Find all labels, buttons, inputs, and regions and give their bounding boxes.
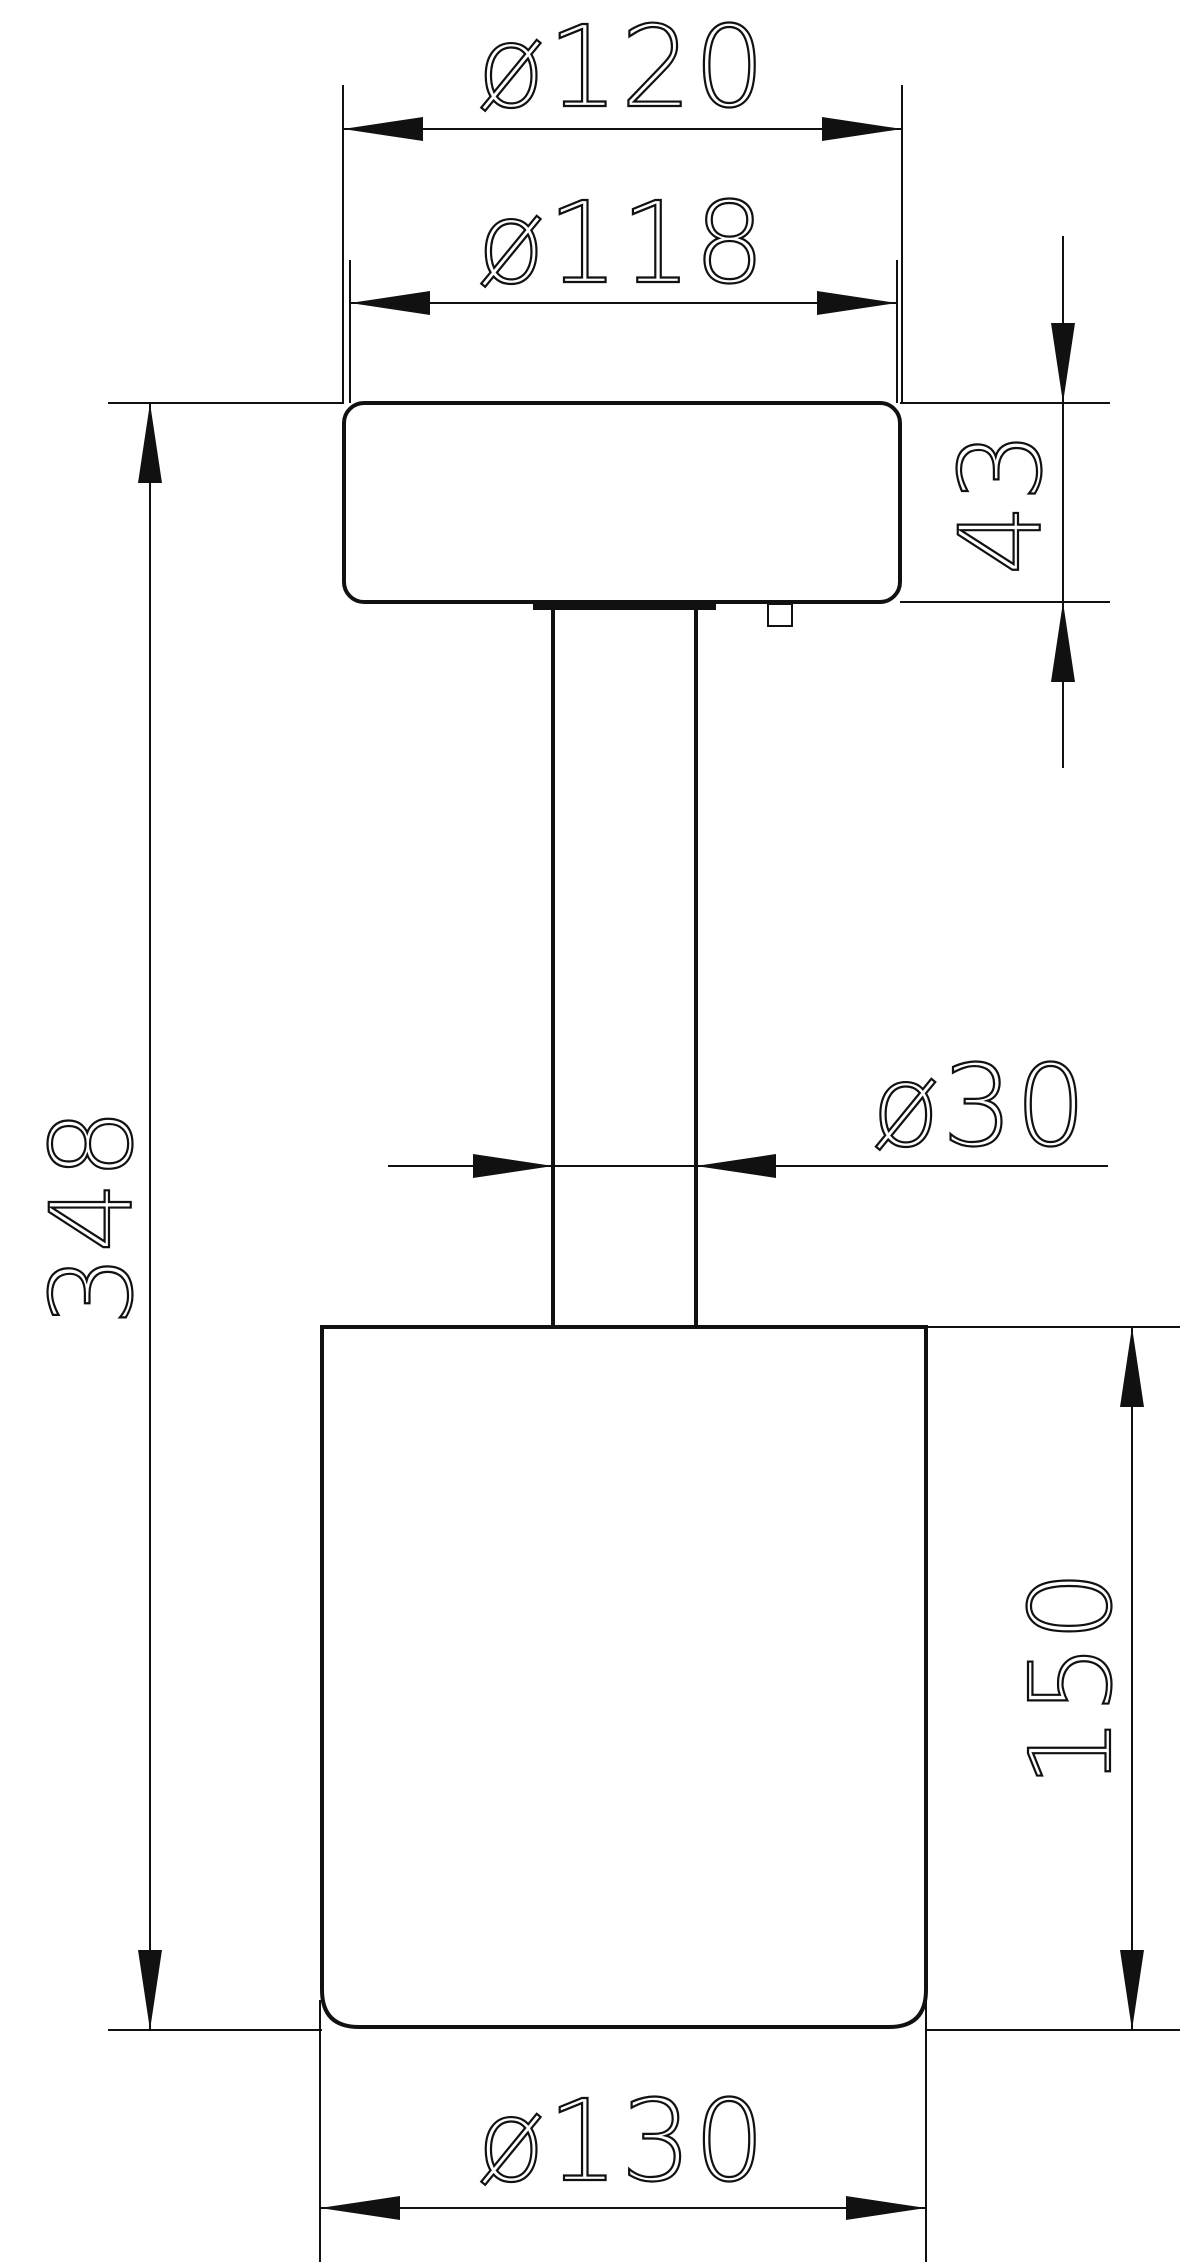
label-canopy-height: 43 [937,429,1067,576]
dim-canopy-inner: ø118 [349,178,898,403]
dim-stem-diameter: ø30 [388,1041,1108,1178]
dim-canopy-height: 43 [900,236,1110,768]
label-total-height: 348 [28,1106,158,1326]
label-shade-height: 150 [1007,1568,1137,1788]
label-stem-diameter: ø30 [871,1042,1088,1172]
label-shade-diameter: ø130 [477,2077,767,2207]
canopy-body [342,401,902,604]
dim-shade-height: 150 [926,1326,1180,2031]
canopy-switch [767,603,793,627]
dim-shade-diameter: ø130 [319,2000,927,2262]
dim-canopy-outer: ø120 [342,2,903,403]
lamp-outline [320,401,928,2029]
label-canopy-outer-diameter: ø120 [477,3,767,133]
label-canopy-inner-diameter: ø118 [477,179,767,309]
dim-total-height: 348 [27,402,344,2031]
shade-body [320,1325,928,2029]
